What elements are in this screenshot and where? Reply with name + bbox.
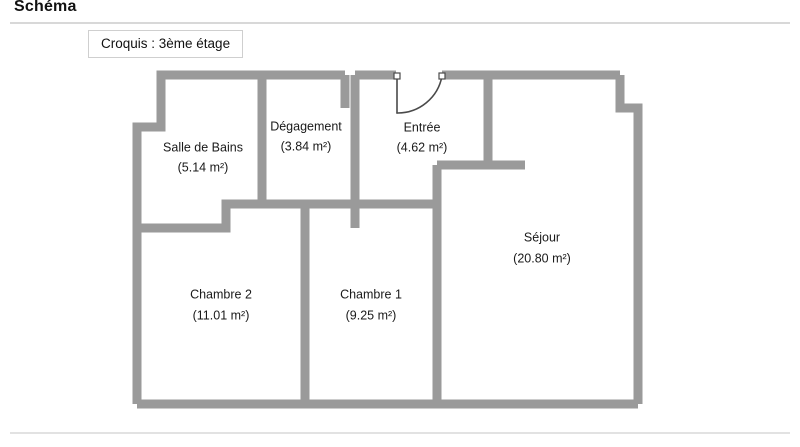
- room-area-degagement: (3.84 m²): [281, 139, 332, 153]
- room-area-chambre-1: (9.25 m²): [346, 308, 397, 322]
- room-label-degagement: Dégagement: [270, 119, 342, 133]
- room-label-salle-de-bains: Salle de Bains: [163, 140, 243, 154]
- door-swing-arc-icon: [396, 75, 443, 114]
- title-divider: [10, 22, 790, 24]
- room-label-sejour: Séjour: [524, 230, 560, 244]
- room-area-sejour: (20.80 m²): [513, 251, 571, 265]
- room-area-salle-de-bains: (5.14 m²): [178, 160, 229, 174]
- wall-upper-lower-divider: [137, 199, 437, 233]
- room-label-chambre-1: Chambre 1: [340, 287, 402, 301]
- room-area-chambre-2: (11.01 m²): [193, 308, 250, 322]
- door-hinge-marker-left-icon: [393, 72, 401, 80]
- room-labels: Salle de Bains (5.14 m²) Dégagement (3.8…: [163, 119, 571, 322]
- walls: [132, 70, 643, 409]
- room-label-entree: Entrée: [404, 120, 441, 134]
- plan-caption: Croquis : 3ème étage: [88, 30, 244, 58]
- room-area-entree: (4.62 m²): [397, 140, 448, 154]
- bottom-divider: [10, 432, 790, 434]
- outer-wall-right-step: [615, 75, 643, 404]
- entry-door: [393, 72, 446, 114]
- door-hinge-marker-right-icon: [438, 72, 446, 80]
- room-label-chambre-2: Chambre 2: [190, 287, 252, 301]
- outer-wall-left-top-step: [132, 70, 345, 404]
- page-title: Schéma: [14, 0, 77, 15]
